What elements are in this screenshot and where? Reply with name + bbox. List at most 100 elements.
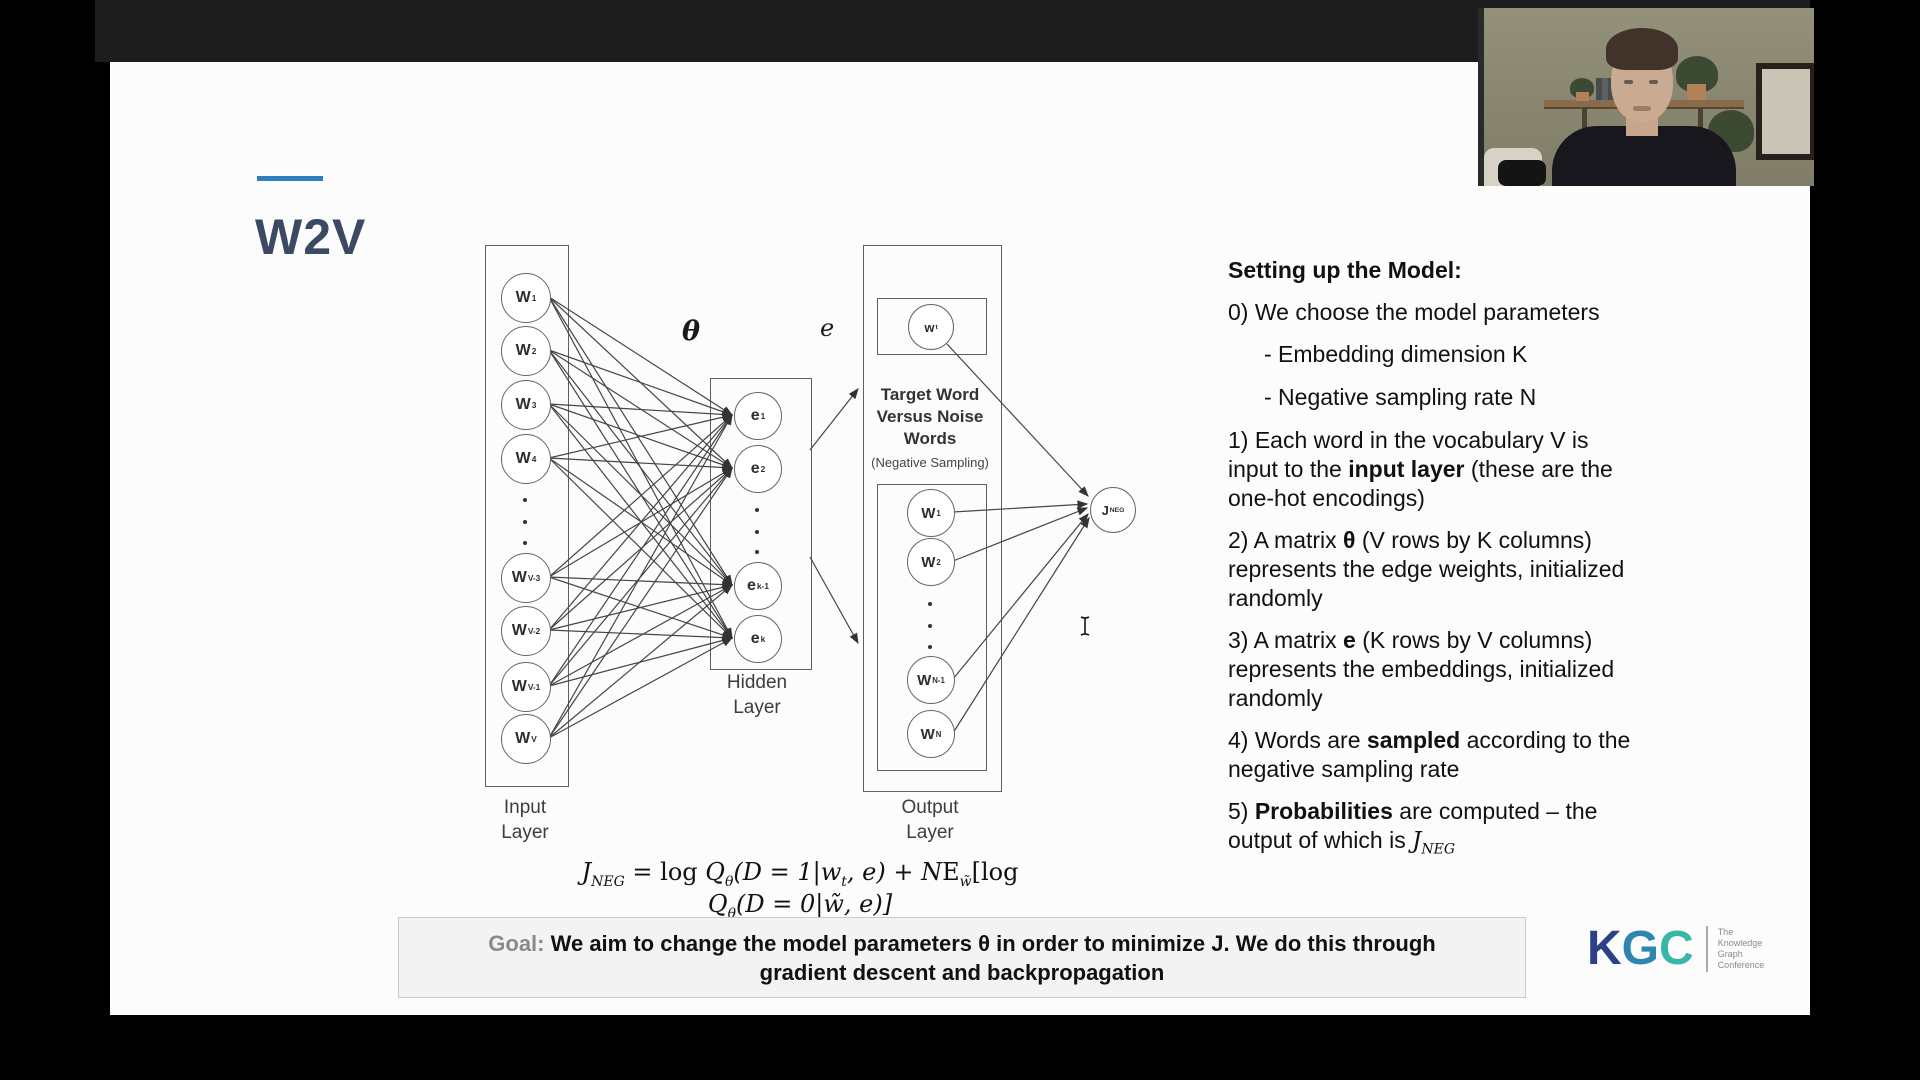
label-line: Layer xyxy=(906,822,954,843)
node-subscript: V-3 xyxy=(527,573,541,583)
kgc-letter-g: G xyxy=(1621,922,1660,975)
dark-object xyxy=(1498,160,1546,186)
plant-pot xyxy=(1576,92,1589,101)
shelf-bracket xyxy=(1582,107,1587,139)
node-subscript: 4 xyxy=(531,454,537,464)
text: 3) A matrix xyxy=(1228,627,1344,653)
caption-small-line: (Negative Sampling) xyxy=(871,455,989,470)
theta-matrix-label: θ xyxy=(682,316,701,347)
text: according to the negative sampling rate xyxy=(1228,727,1631,782)
noise-words-box xyxy=(877,484,987,771)
ellipsis-dot xyxy=(928,645,932,649)
text: - Negative sampling rate N xyxy=(1264,384,1537,410)
presentation-slide: W2V xyxy=(110,62,1810,1015)
text: (these are the one-hot encodings) xyxy=(1228,456,1613,511)
text-bold: θ xyxy=(1343,527,1356,553)
page-title: W2V xyxy=(255,209,367,265)
node-subscript: NEG xyxy=(1109,506,1125,514)
ellipsis-dot xyxy=(523,498,527,502)
node-label: W xyxy=(917,671,932,689)
setup-notes-panel: Setting up the Model: 0) We choose the m… xyxy=(1228,256,1642,878)
panel-item-2: 2) A matrix θ (V rows by K columns) repr… xyxy=(1228,526,1642,613)
formula-part: , e) + N xyxy=(846,858,943,886)
formula-part: (D = 1|w xyxy=(733,858,842,886)
e-matrix-label: e xyxy=(820,314,835,342)
kgc-logo: KGC The Knowledge Graph Conference xyxy=(1587,925,1764,973)
node-label: W xyxy=(515,289,531,306)
node-subscript: 2 xyxy=(760,464,766,474)
formula-part: θ xyxy=(727,905,737,922)
node-label: e xyxy=(750,460,760,477)
tagline-line: Knowledge xyxy=(1717,938,1763,948)
node-label: W xyxy=(921,504,936,522)
formula-part: Q xyxy=(705,858,725,886)
target-vs-noise-caption: Target Word Versus Noise Words (Negative… xyxy=(860,384,1000,474)
panel-item-3: 3) A matrix e (K rows by V columns) repr… xyxy=(1228,626,1642,713)
formula-part: (D = 0|w̃, e)] xyxy=(736,889,893,918)
shelf-bracket xyxy=(1698,107,1703,139)
tagline-line: The xyxy=(1717,927,1734,937)
node-label: W xyxy=(515,342,531,359)
hidden-layer-label: Hidden Layer xyxy=(697,670,817,720)
tagline-line: Conference xyxy=(1717,960,1765,970)
logo-divider xyxy=(1705,926,1708,972)
label-line: Input xyxy=(503,797,547,818)
kgc-letter-c: C xyxy=(1659,922,1694,975)
presenter-mouth xyxy=(1633,106,1651,111)
presenter-eye xyxy=(1649,80,1658,84)
jneg-formula: JNEG = log Qθ(D = 1|wt, e) + NEw̃[log Qθ… xyxy=(550,858,1050,922)
presenter-webcam-video xyxy=(1478,8,1814,186)
ellipsis-dot xyxy=(928,602,932,606)
node-label: W xyxy=(511,622,527,639)
diagram-connection-lines xyxy=(548,296,1090,739)
text: 4) Words are xyxy=(1228,727,1367,753)
label-line: Layer xyxy=(501,822,549,843)
node-subscript: 2 xyxy=(936,557,941,567)
node-subscript: t xyxy=(935,323,938,331)
node-label: W xyxy=(511,569,527,586)
formula-part: NEG xyxy=(591,873,625,890)
formula-part: w̃ xyxy=(959,873,972,890)
presenter-eye xyxy=(1624,80,1633,84)
text: - Embedding dimension K xyxy=(1264,341,1528,367)
picture-frame xyxy=(1756,63,1814,160)
output-layer-box xyxy=(863,245,1002,792)
text: (K rows by V columns) represents the emb… xyxy=(1228,627,1615,711)
node-label: W xyxy=(920,725,935,743)
node-subscript: V-2 xyxy=(527,626,541,636)
goal-box: Goal: We aim to change the model paramet… xyxy=(398,917,1526,998)
ellipsis-dot xyxy=(523,520,527,524)
panel-item-0: 0) We choose the model parameters xyxy=(1228,298,1642,327)
ellipsis-dot xyxy=(755,508,759,512)
math-j: J xyxy=(1412,828,1422,854)
input-layer-label: Input Layer xyxy=(465,795,585,845)
text: are computed – the output of which is xyxy=(1228,798,1598,853)
label-line: Output xyxy=(901,797,959,818)
input-layer-box xyxy=(485,245,569,787)
formula-part: J xyxy=(581,858,592,886)
formula-part: E xyxy=(942,858,960,886)
text: 1) Each word in the vocabulary V is inpu… xyxy=(1228,427,1589,482)
hidden-layer-box xyxy=(710,378,812,670)
goal-text: Goal: We aim to change the model paramet… xyxy=(457,929,1467,987)
panel-item-4: 4) Words are sampled according to the ne… xyxy=(1228,726,1642,784)
panel-heading: Setting up the Model: xyxy=(1228,257,1462,283)
logo-tagline: The Knowledge Graph Conference xyxy=(1718,927,1765,971)
node-label: W xyxy=(515,396,531,413)
goal-label: Goal: xyxy=(488,930,551,956)
text: 2) A matrix xyxy=(1228,527,1344,553)
caption-line: Words xyxy=(903,429,957,448)
math-j-subscript: NEG xyxy=(1421,841,1455,858)
node-label: W xyxy=(921,553,936,571)
ellipsis-dot xyxy=(755,550,759,554)
node-subscript: V xyxy=(531,734,537,744)
